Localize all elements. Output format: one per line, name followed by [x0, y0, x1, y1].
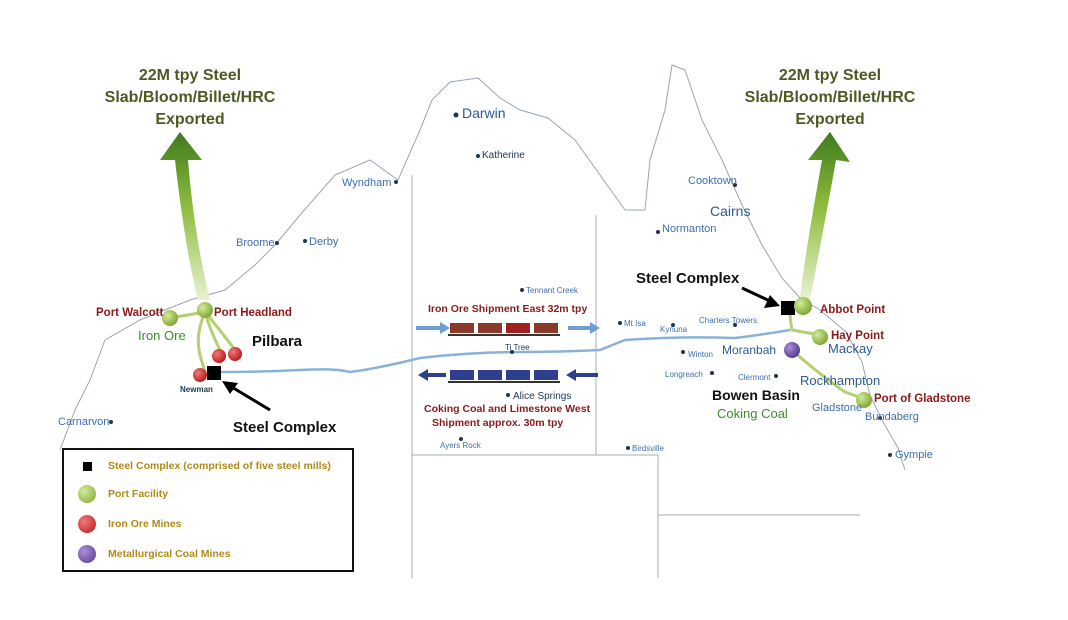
export-east-line2: Slab/Bloom/Billet/HRC: [745, 89, 916, 106]
town-gympie: Gympie: [895, 449, 933, 461]
town-derby: Derby: [309, 236, 339, 248]
legend-label: Metallurgical Coal Mines: [108, 548, 231, 560]
legend-item-coal-mines: Metallurgical Coal Mines: [74, 542, 231, 566]
town-carnarvon: Carnarvon: [58, 416, 109, 428]
coal-mine-moranbah: [784, 342, 800, 358]
town-clermont: Clermont: [738, 373, 771, 382]
legend-label: Steel Complex (comprised of five steel m…: [108, 460, 331, 472]
export-arrow-west: [160, 132, 210, 300]
red-ball-icon: [78, 515, 96, 533]
steel-complex-west-marker: [207, 366, 221, 380]
town-longreach: Longreach: [665, 370, 703, 379]
label-steel-complex-east: Steel Complex: [636, 270, 740, 287]
abbot-point-marker: [794, 297, 812, 315]
label-shipment-east: Iron Ore Shipment East 32m tpy: [428, 303, 587, 315]
steel-complex-east-marker: [781, 301, 795, 315]
label-abbot-point: Abbot Point: [820, 304, 885, 316]
shipment-west-arrows: [418, 369, 598, 381]
legend-item-steel-complex: Steel Complex (comprised of five steel m…: [74, 454, 331, 478]
ore-train: [448, 323, 560, 336]
hay-point-marker: [812, 329, 828, 345]
label-port-headland: Port Headland: [214, 307, 292, 319]
map-legend: Steel Complex (comprised of five steel m…: [62, 448, 354, 572]
town-normanton: Normanton: [662, 223, 716, 235]
iron-ore-mine-3: [193, 368, 207, 382]
label-bowen-basin: Bowen Basin: [712, 387, 800, 403]
town-gladstone: Gladstone: [812, 402, 862, 414]
town-ayers-rock: Ayers Rock: [440, 441, 482, 450]
town-moranbah: Moranbah: [722, 343, 776, 357]
port-headland-marker: [197, 302, 213, 318]
town-winton: Winton: [688, 350, 713, 359]
label-port-walcott: Port Walcott: [96, 307, 163, 319]
town-mt-isa: Mt Isa: [624, 319, 646, 328]
label-shipment-west-line1: Coking Coal and Limestone West: [424, 403, 591, 415]
town-cooktown: Cooktown: [688, 175, 737, 187]
town-dots: [109, 112, 892, 457]
export-arrow-east: [800, 132, 850, 300]
iron-ore-mine-1: [212, 349, 226, 363]
town-mackay: Mackay: [828, 341, 873, 356]
town-ti-tree: Ti Tree: [505, 343, 530, 352]
label-hay-point: Hay Point: [831, 330, 884, 342]
legend-item-iron-ore-mines: Iron Ore Mines: [74, 512, 182, 536]
legend-label: Port Facility: [108, 488, 169, 500]
town-charters-towers: Charters Towers: [699, 316, 757, 325]
town-broome: Broome: [236, 237, 275, 249]
town-bundaberg: Bundaberg: [865, 411, 919, 423]
export-west-line3: Exported: [155, 111, 224, 128]
port-walcott-marker: [162, 310, 178, 326]
town-kynuna: Kynuna: [660, 325, 688, 334]
town-wyndham: Wyndham: [342, 177, 391, 189]
label-steel-complex-west: Steel Complex: [233, 419, 337, 436]
town-cairns: Cairns: [710, 203, 750, 219]
export-east-line3: Exported: [795, 111, 864, 128]
legend-item-port-facility: Port Facility: [74, 482, 168, 506]
export-west-line2: Slab/Bloom/Billet/HRC: [105, 89, 276, 106]
square-icon: [82, 461, 92, 471]
green-ball-icon: [78, 485, 96, 503]
town-birdsville: Birdsville: [632, 444, 665, 453]
purple-ball-icon: [78, 545, 96, 563]
iron-ore-mine-2: [228, 347, 242, 361]
coal-train: [448, 370, 560, 383]
pointer-arrows: [222, 286, 780, 412]
shipment-east-arrows: [416, 322, 600, 334]
town-newman: Newman: [180, 385, 213, 394]
town-darwin: Darwin: [462, 105, 506, 121]
label-port-of-gladstone: Port of Gladstone: [874, 393, 970, 405]
export-east-line1: 22M tpy Steel: [779, 67, 881, 84]
legend-label: Iron Ore Mines: [108, 518, 182, 530]
pipeline: [214, 328, 791, 374]
town-rockhampton: Rockhampton: [800, 373, 880, 388]
label-pilbara: Pilbara: [252, 333, 303, 350]
town-alice-springs: Alice Springs: [513, 391, 571, 402]
state-borders: [411, 175, 860, 578]
label-coking-coal: Coking Coal: [717, 406, 788, 421]
port-of-gladstone-marker: [856, 392, 872, 408]
town-katherine: Katherine: [482, 150, 525, 161]
label-iron-ore: Iron Ore: [138, 328, 186, 343]
label-shipment-west-line2: Shipment approx. 30m tpy: [432, 417, 563, 429]
town-tennant-creek: Tennant Creek: [526, 286, 579, 295]
export-west-line1: 22M tpy Steel: [139, 67, 241, 84]
